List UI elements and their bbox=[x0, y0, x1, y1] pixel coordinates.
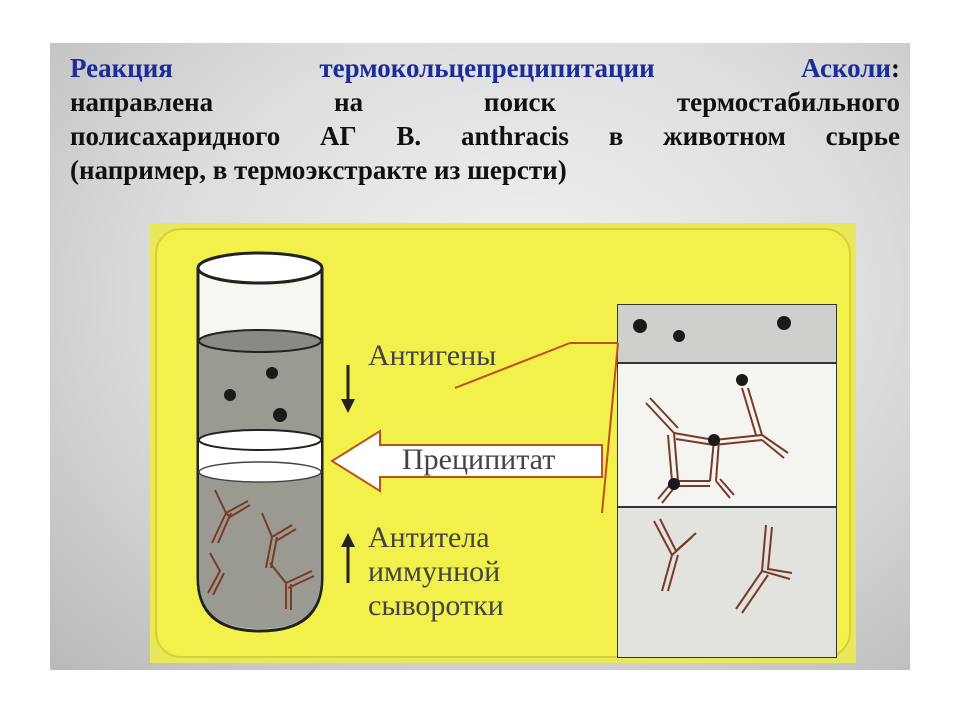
label-antibodies-1: Антитела bbox=[368, 521, 490, 554]
direction-arrows bbox=[341, 365, 355, 583]
slide: Реакция термокольцепреципитации Асколи: … bbox=[50, 43, 910, 670]
lattice-antigen bbox=[668, 478, 680, 490]
antigen-pointer-line bbox=[454, 342, 571, 389]
antigen-dot bbox=[273, 408, 287, 422]
liquid-surface bbox=[198, 329, 322, 353]
tube-antibodies bbox=[207, 489, 315, 610]
pointer-arrows bbox=[330, 342, 619, 514]
down-arrow-head bbox=[341, 399, 355, 413]
detail-antigen-dot bbox=[633, 319, 647, 333]
label-precipitate: Преципитат bbox=[402, 443, 556, 476]
title-heading: Реакция термокольцепреципитации Асколи bbox=[70, 53, 891, 83]
title-line-1: Реакция термокольцепреципитации Асколи: bbox=[70, 51, 900, 85]
test-tube bbox=[196, 251, 324, 633]
tube-rim bbox=[196, 251, 324, 285]
detail-precipitate-zone bbox=[618, 363, 836, 507]
title-line-4: (например, в термоэкстракте из шерсти) bbox=[70, 155, 567, 185]
lattice-antigen bbox=[736, 374, 748, 386]
antigen-dot bbox=[224, 389, 236, 401]
detail-antigen-zone bbox=[618, 305, 836, 363]
label-antibodies-3: сыворотки bbox=[368, 589, 504, 622]
detail-free-antibodies bbox=[653, 518, 793, 614]
slide-title-block: Реакция термокольцепреципитации Асколи: … bbox=[70, 51, 900, 187]
diagram-svg bbox=[196, 251, 837, 658]
title-line-2: направлена на поиск термостабильного bbox=[70, 87, 900, 117]
detail-antibody-zone bbox=[618, 507, 836, 657]
detail-antigen-dot bbox=[777, 316, 791, 330]
up-arrow-head bbox=[341, 533, 355, 547]
precipitate-ring-top bbox=[198, 429, 322, 451]
title-line-3: полисахаридного АГ В. anthracis в животн… bbox=[70, 121, 900, 151]
label-antibodies-2: иммунной bbox=[368, 555, 501, 588]
title-heading-colon: : bbox=[891, 53, 900, 83]
lattice-antigen bbox=[708, 434, 720, 446]
precipitate-ring-bottom bbox=[198, 461, 322, 483]
antigen-dot bbox=[266, 367, 278, 379]
box-connector bbox=[601, 342, 619, 514]
precipitate-arrow bbox=[330, 429, 603, 493]
detail-box bbox=[617, 304, 837, 658]
tube-liquid bbox=[199, 341, 321, 629]
detail-antigen-dot bbox=[673, 330, 685, 342]
label-antigens: Антигены bbox=[368, 339, 497, 372]
